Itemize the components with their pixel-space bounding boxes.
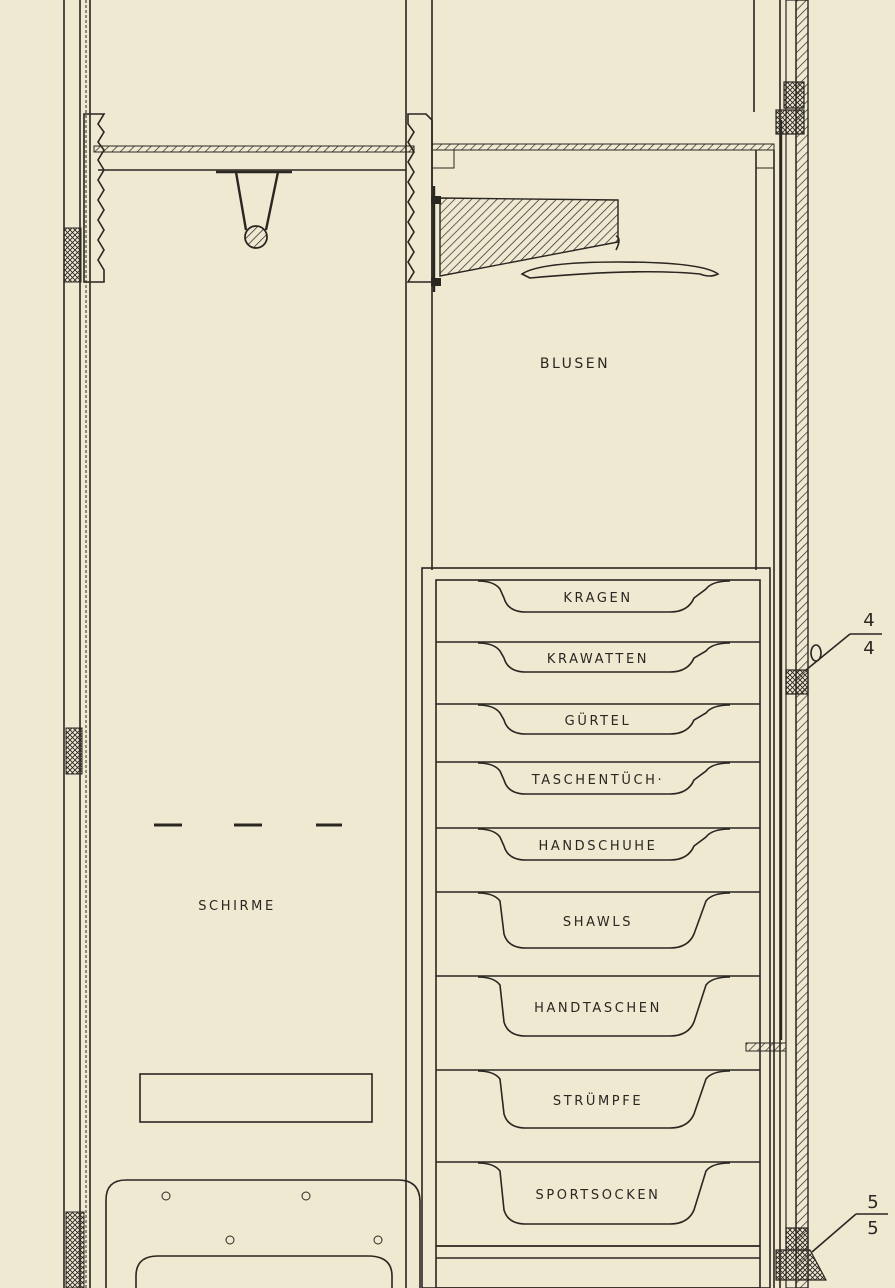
drawer-4: TASCHENTÜCH· xyxy=(436,762,760,829)
drawer-6: SHAWLS xyxy=(436,892,760,977)
drawer-label: KRAGEN xyxy=(563,591,632,606)
right-wall-and-door xyxy=(745,0,827,1288)
drawer-label: KRAWATTEN xyxy=(547,652,649,667)
shelf-right xyxy=(431,143,775,169)
hanger-rack-icon xyxy=(431,186,720,292)
drawer-label: TASCHENTÜCH· xyxy=(531,771,665,788)
drawer-label: HANDTASCHEN xyxy=(534,1001,662,1016)
drawer-pull-icon xyxy=(477,892,731,949)
drawer-8: STRÜMPFE xyxy=(436,1070,760,1163)
drawer-label: SPORTSOCKEN xyxy=(536,1188,661,1203)
section-mark-lower-top: 5 xyxy=(867,1192,878,1213)
section-mark-upper-bottom: 4 xyxy=(863,638,874,659)
section-mark-upper-top: 4 xyxy=(863,610,874,631)
umbrella-tray xyxy=(139,1073,373,1123)
schirme-label: SCHIRME xyxy=(198,899,276,914)
drawer-pull-icon xyxy=(477,828,731,861)
drawer-label: HANDSCHUHE xyxy=(538,839,657,854)
shelf-left xyxy=(93,145,415,171)
drawer-5: HANDSCHUHE xyxy=(436,828,760,893)
drawer-label: STRÜMPFE xyxy=(553,1092,643,1109)
drawer-pull-icon xyxy=(477,1162,731,1225)
drawer-pull-icon xyxy=(477,642,731,673)
drawer-pull-icon xyxy=(477,580,731,613)
drawer-2: KRAWATTEN xyxy=(436,642,760,705)
drawer-pull-icon xyxy=(477,704,731,735)
section-mark-upper: 4 4 xyxy=(805,610,882,671)
drawer-1: KRAGEN xyxy=(436,580,760,643)
section-mark-lower-bottom: 5 xyxy=(867,1218,878,1239)
drawer-cabinet: KRAGEN KRAWATTEN GÜRTEL TASCHENTÜCH· HANDSCH… xyxy=(421,567,771,1288)
drawer-pull-icon xyxy=(477,1070,731,1129)
drawer-7: HANDTASCHEN xyxy=(436,976,760,1071)
drip-pan xyxy=(105,1179,421,1288)
umbrella-hook-icon xyxy=(216,170,292,249)
drawer-label: SHAWLS xyxy=(563,915,633,930)
drawer-pull-icon xyxy=(477,976,731,1037)
left-outer-wall xyxy=(63,0,106,1288)
drawer-9: SPORTSOCKEN xyxy=(436,1162,760,1247)
drawer-label: GÜRTEL xyxy=(565,712,632,729)
drawer-pull-icon xyxy=(477,762,731,795)
blusen-label: BLUSEN xyxy=(540,356,610,372)
drawer-3: GÜRTEL xyxy=(436,704,760,763)
section-mark-lower: 5 5 xyxy=(811,1192,888,1253)
